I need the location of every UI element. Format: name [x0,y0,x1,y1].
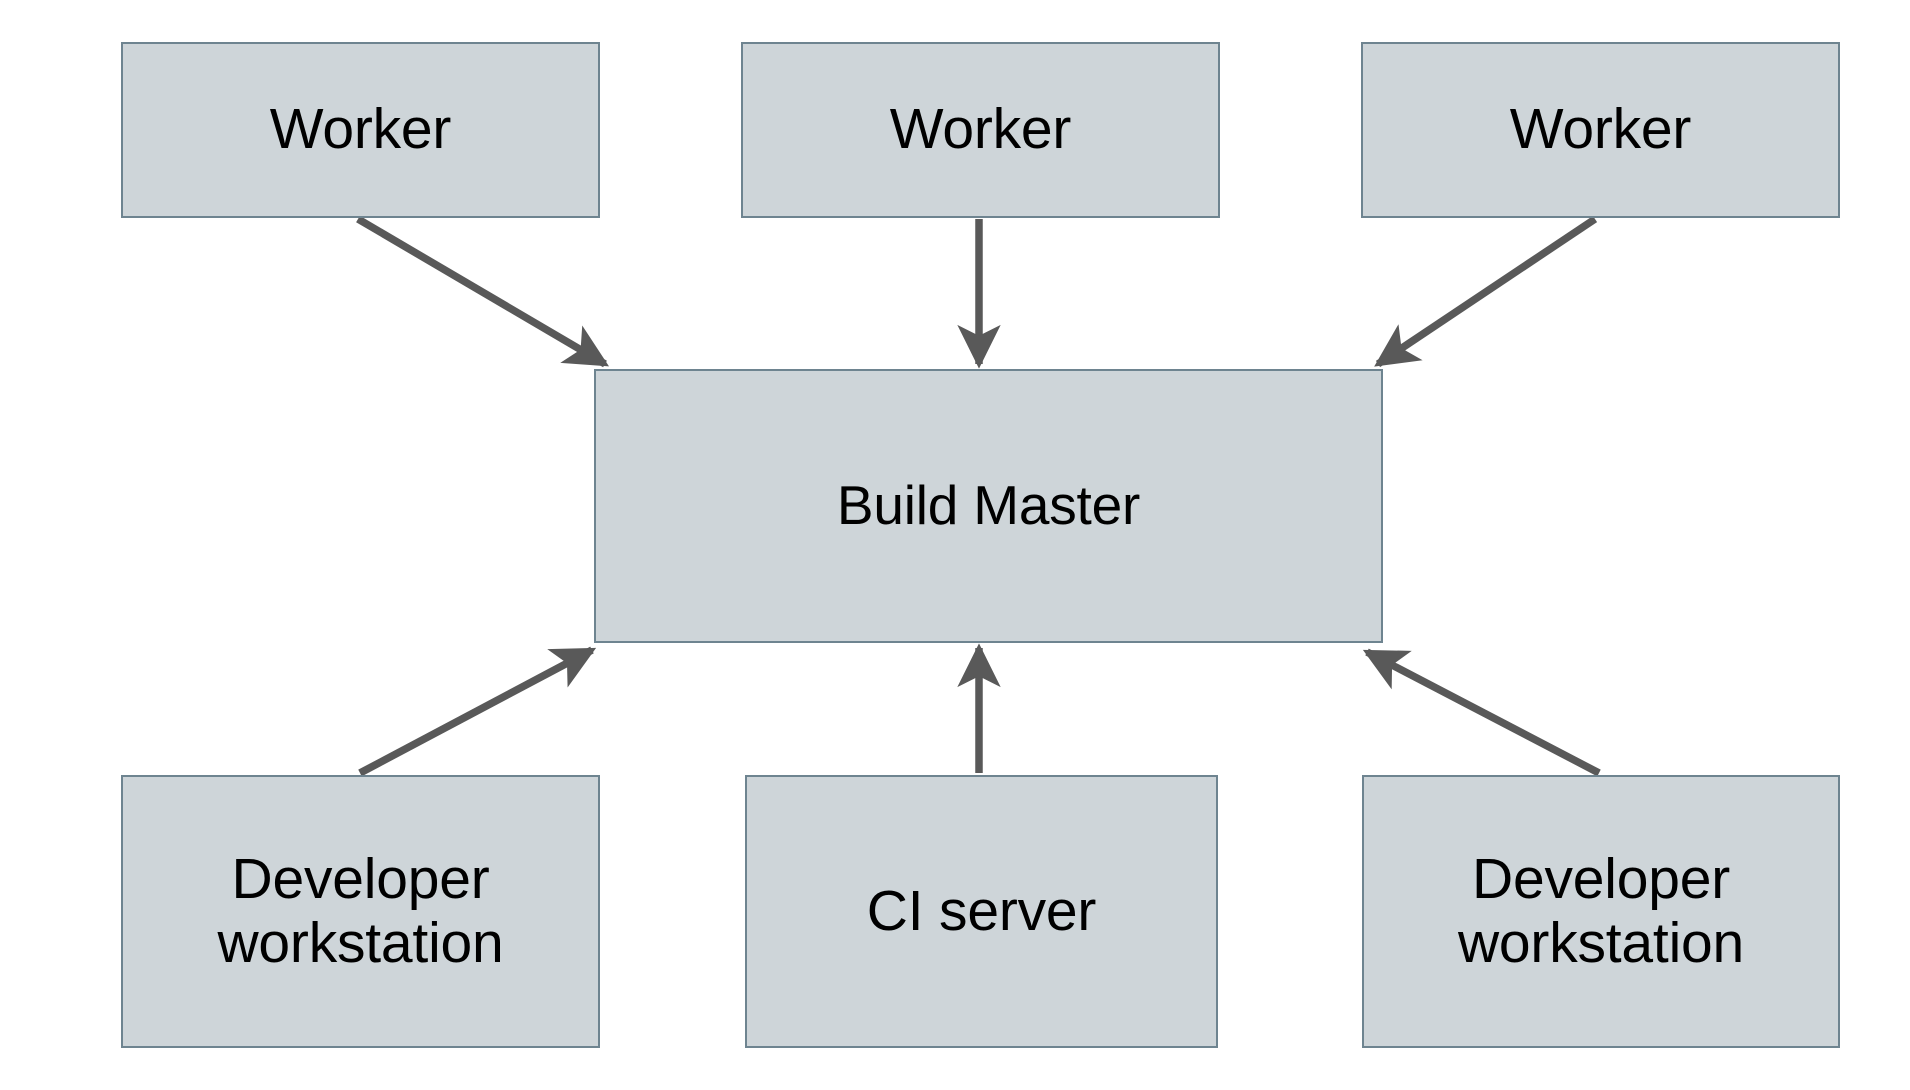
edge-dev1-master [358,646,597,777]
node-label: Developer workstation [1457,846,1745,975]
node-worker-3[interactable]: Worker [1361,42,1840,218]
edge-worker3-master [1374,215,1598,368]
node-label: Worker [269,97,452,162]
node-worker-2[interactable]: Worker [741,42,1220,218]
node-label: CI server [866,878,1097,943]
node-build-master[interactable]: Build Master [594,369,1383,643]
node-label: Developer workstation [217,846,504,975]
node-worker-1[interactable]: Worker [121,42,600,218]
node-label: Build Master [836,474,1141,537]
node-label: Worker [1509,97,1692,162]
node-developer-workstation-left[interactable]: Developer workstation [121,775,600,1048]
edge-dev2-master [1362,648,1601,777]
edge-worker1-master [356,215,610,368]
node-label: Worker [889,97,1072,162]
node-ci-server[interactable]: CI server [745,775,1218,1048]
node-developer-workstation-right[interactable]: Developer workstation [1362,775,1840,1048]
